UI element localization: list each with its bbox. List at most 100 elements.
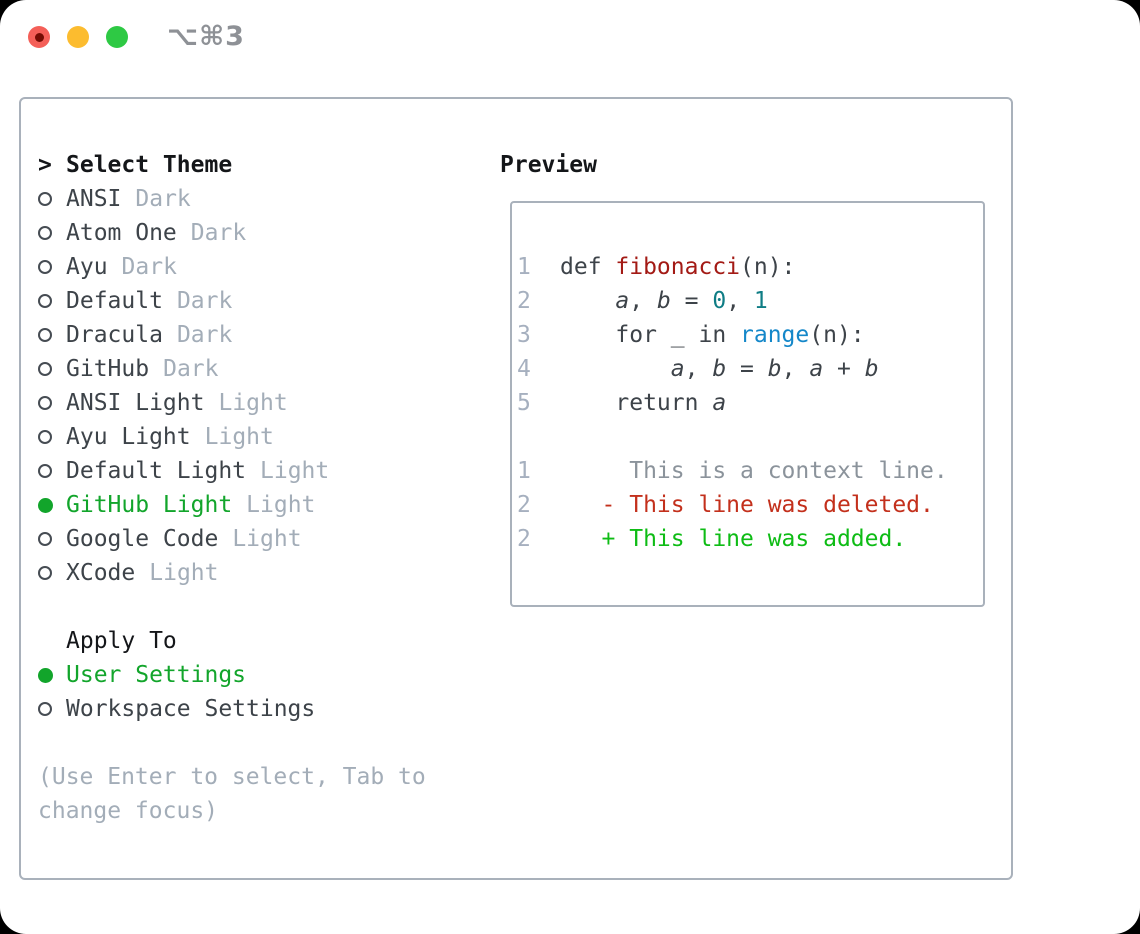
theme-option-github[interactable]: GitHub Dark: [38, 352, 329, 386]
code-text: a, b = b, a + b: [670, 356, 879, 382]
theme-variant-tag: Light: [218, 390, 288, 416]
theme-variant-tag: Dark: [176, 322, 233, 348]
radio-selected-icon: [38, 497, 53, 513]
line-number: 2: [517, 492, 531, 518]
radio-marker: [38, 497, 66, 513]
radio-marker: [38, 667, 66, 683]
theme-variant-tag: Light: [204, 424, 274, 450]
theme-option-label: GitHub: [66, 356, 150, 382]
radio-marker: [38, 192, 66, 206]
apply-option-user-settings[interactable]: User Settings: [38, 658, 315, 692]
preview-title: Preview: [500, 152, 597, 178]
line-number: 1: [517, 254, 531, 280]
theme-option-label: Default: [66, 288, 163, 314]
zoom-button[interactable]: [106, 26, 128, 48]
code-line-4: 4 a, b = b, a + b: [517, 352, 983, 386]
close-button[interactable]: [28, 26, 50, 48]
radio-marker: [38, 464, 66, 478]
theme-option-ayu-light[interactable]: Ayu Light Light: [38, 420, 329, 454]
theme-option-label: ANSI: [66, 186, 122, 212]
theme-option-xcode[interactable]: XCode Light: [38, 556, 329, 590]
code-diff-separator: [517, 420, 983, 454]
theme-option-label: XCode: [66, 560, 136, 586]
close-dot-icon: [34, 32, 44, 42]
code-text: + This line was added.: [560, 526, 907, 552]
theme-variant-tag: Light: [246, 492, 316, 518]
radio-unselected-icon: [38, 702, 52, 716]
apply-option-label: User Settings: [66, 662, 247, 688]
radio-marker: [38, 702, 66, 716]
radio-marker: [38, 328, 66, 342]
theme-option-ansi-light[interactable]: ANSI Light Light: [38, 386, 329, 420]
code-text: This is a context line.: [560, 458, 948, 484]
code-text: for _ in range(n):: [560, 322, 865, 348]
radio-unselected-icon: [38, 430, 52, 444]
radio-unselected-icon: [38, 294, 52, 308]
apply-option-label: Workspace Settings: [66, 696, 316, 722]
theme-option-label: Default Light: [66, 458, 247, 484]
radio-marker: [38, 260, 66, 274]
radio-marker: [38, 430, 66, 444]
radio-unselected-icon: [38, 532, 52, 546]
code-line-5: 5 return a: [517, 386, 983, 420]
theme-option-label: ANSI Light: [66, 390, 205, 416]
theme-option-ansi[interactable]: ANSI Dark: [38, 182, 329, 216]
theme-variant-tag: Light: [149, 560, 219, 586]
line-number: 4: [517, 356, 531, 382]
minimize-button[interactable]: [67, 26, 89, 48]
code-text: return a: [560, 390, 727, 416]
radio-selected-icon: [38, 667, 53, 683]
theme-variant-tag: Light: [260, 458, 330, 484]
theme-option-label: Atom One: [66, 220, 177, 246]
theme-list-title-row: > Select Theme: [38, 148, 329, 182]
code-text: - This line was deleted.: [560, 492, 934, 518]
theme-variant-tag: Dark: [163, 356, 219, 382]
radio-marker: [38, 362, 66, 376]
radio-marker: [38, 294, 66, 308]
apply-to-title: Apply To: [66, 628, 177, 654]
radio-unselected-icon: [38, 192, 52, 206]
theme-option-atom-one[interactable]: Atom One Dark: [38, 216, 329, 250]
code-text: a, b = 0, 1: [615, 288, 768, 314]
code-line-2: 2 a, b = 0, 1: [517, 284, 983, 318]
window-titlebar: ⌥⌘3: [0, 0, 1140, 74]
theme-variant-tag: Dark: [190, 220, 247, 246]
theme-variant-tag: Dark: [121, 254, 177, 280]
code-line-3: 3 for _ in range(n):: [517, 318, 983, 352]
code-text: def fibonacci(n):: [560, 254, 796, 280]
radio-unselected-icon: [38, 260, 52, 274]
help-text: (Use Enter to select, Tab to change focu…: [38, 764, 426, 824]
apply-option-workspace-settings[interactable]: Workspace Settings: [38, 692, 315, 726]
selection-cursor-icon: >: [38, 152, 52, 178]
line-number: 2: [517, 526, 531, 552]
theme-option-label: GitHub Light: [66, 492, 233, 518]
diff-line-3: 2 + This line was added.: [517, 522, 983, 556]
radio-marker: [38, 566, 66, 580]
radio-unselected-icon: [38, 362, 52, 376]
theme-variant-tag: Dark: [135, 186, 191, 212]
diff-line-1: 1 This is a context line.: [517, 454, 983, 488]
theme-option-github-light[interactable]: GitHub Light Light: [38, 488, 329, 522]
line-number: 3: [517, 322, 531, 348]
theme-option-default[interactable]: Default Dark: [38, 284, 329, 318]
radio-unselected-icon: [38, 396, 52, 410]
code-line-1: 1 def fibonacci(n):: [517, 250, 983, 284]
radio-marker: [38, 226, 66, 240]
radio-marker: [38, 532, 66, 546]
keyboard-shortcut-label: ⌥⌘3: [167, 21, 245, 52]
radio-unselected-icon: [38, 464, 52, 478]
apply-to-title-row: Apply To: [38, 624, 315, 658]
theme-option-default-light[interactable]: Default Light Light: [38, 454, 329, 488]
radio-unselected-icon: [38, 328, 52, 342]
theme-variant-tag: Dark: [176, 288, 233, 314]
radio-unselected-icon: [38, 566, 52, 580]
theme-option-label: Ayu Light: [66, 424, 191, 450]
diff-line-2: 2 - This line was deleted.: [517, 488, 983, 522]
